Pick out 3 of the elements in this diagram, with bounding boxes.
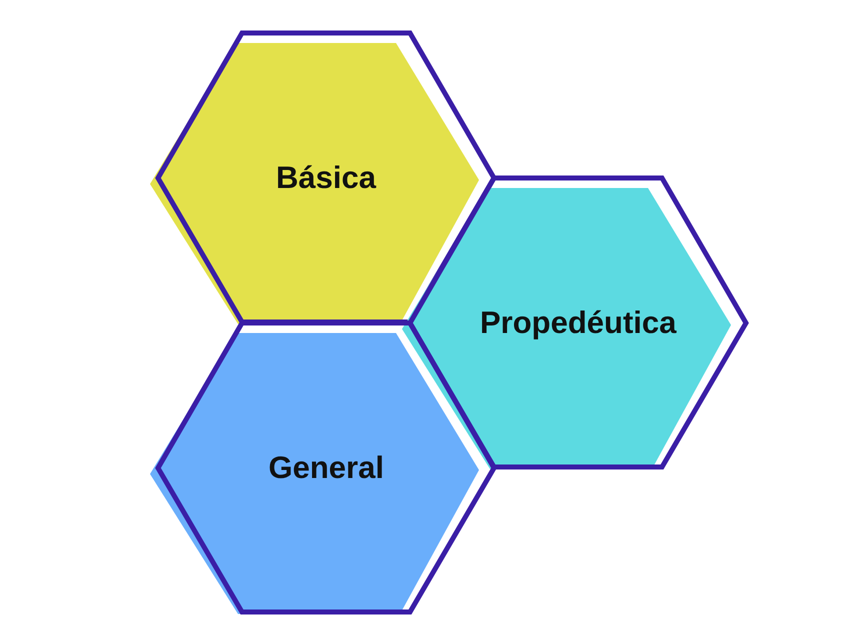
hexagon-label: Propedéutica bbox=[480, 306, 676, 340]
hexagon-label: Básica bbox=[276, 161, 376, 196]
hexagon-label: General bbox=[268, 451, 384, 486]
